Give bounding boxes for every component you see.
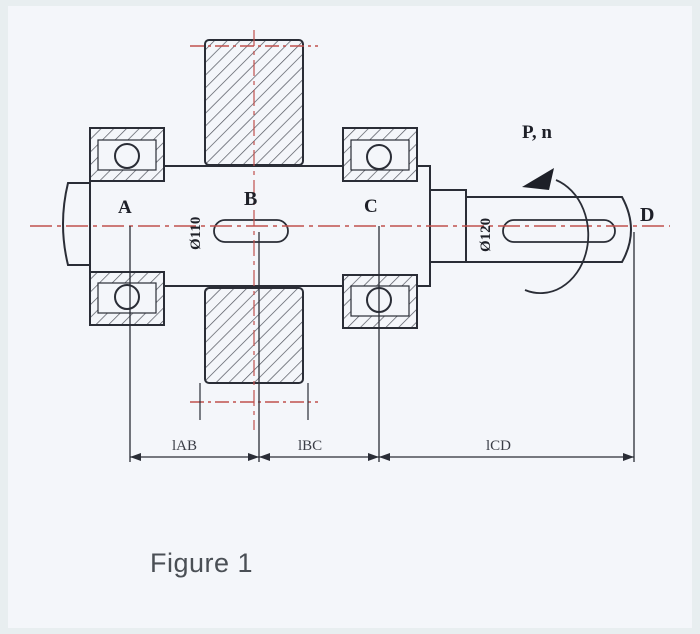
span-ab-label: lAB (172, 438, 197, 454)
keyway-d (502, 219, 616, 243)
load-label: P, n (522, 122, 552, 143)
diameter-d1-label: Ø110 (188, 217, 204, 250)
bearing-a (89, 127, 165, 326)
span-bc-label: lBC (298, 438, 322, 454)
figure-caption: Figure 1 (150, 548, 254, 578)
bearing-c (342, 127, 418, 329)
span-dimensions (129, 226, 635, 462)
span-cd-label: lCD (486, 438, 511, 454)
keyway-b (213, 219, 289, 243)
point-a-label: A (118, 197, 132, 218)
point-d-label: D (640, 204, 654, 226)
point-c-label: C (364, 196, 378, 217)
diameter-d2-label: Ø120 (478, 218, 494, 252)
rotation-arrow (522, 168, 590, 295)
point-b-label: B (244, 188, 257, 210)
